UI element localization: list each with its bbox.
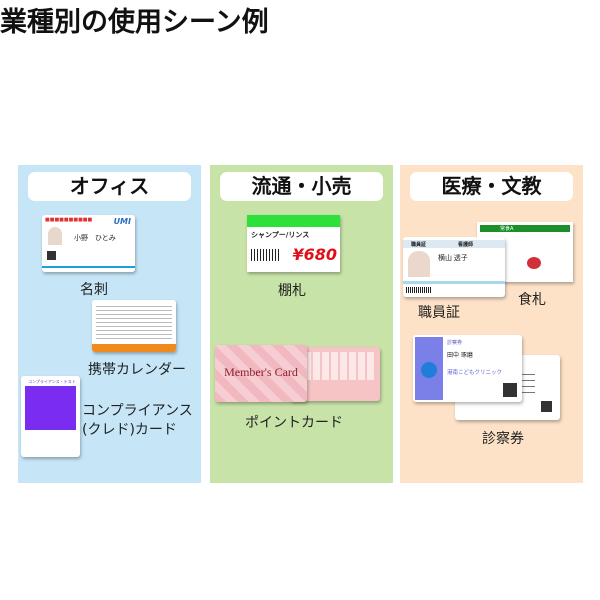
staff-id-image: 職員証 看護師 横山 透子 xyxy=(403,237,505,297)
section-heading: 医療・文教 xyxy=(410,172,573,201)
patient-card-front-image: 診察券 田中 琢磨 港南こどもクリニック xyxy=(413,335,522,402)
item-label: 棚札 xyxy=(278,283,306,299)
card-title: 診察券 xyxy=(447,340,463,346)
portrait-photo xyxy=(408,251,430,277)
patient-name: 田中 琢磨 xyxy=(447,352,473,359)
section-heading: 流通・小売 xyxy=(220,172,383,201)
section-retail: 流通・小売 xyxy=(210,165,393,483)
card-heading: コンプライアンス・テスト xyxy=(28,379,76,384)
tag-band xyxy=(247,215,340,227)
item-label: 職員証 xyxy=(418,305,460,321)
item-label-line1: コンプライアンス xyxy=(82,403,193,419)
price: ¥680 xyxy=(292,245,337,264)
point-card-front-image: Member's Card xyxy=(215,345,307,402)
card-side-panel xyxy=(415,337,443,400)
section-heading: オフィス xyxy=(28,172,191,201)
id-stripe xyxy=(403,281,505,284)
shelf-tag-image: シャンプー/リンス ¥680 xyxy=(247,215,340,272)
stamp-grid xyxy=(304,352,375,380)
item-label: 携帯カレンダー xyxy=(88,362,186,378)
item-label: 食札 xyxy=(518,292,546,308)
pocket-calendar-image xyxy=(92,300,176,352)
barcode-icon xyxy=(406,287,432,293)
qr-code-icon xyxy=(541,401,552,412)
globe-icon xyxy=(421,362,437,378)
item-label: 診察券 xyxy=(482,431,524,447)
id-header-right: 看護師 xyxy=(458,242,474,248)
id-header-left: 職員証 xyxy=(411,242,427,248)
product-name: シャンプー/リンス xyxy=(251,231,310,239)
card-logo: UMI xyxy=(113,217,131,226)
page-title: 業種別の使用シーン例 xyxy=(0,7,269,38)
calendar-grid xyxy=(96,304,172,342)
section-medical: 医療・文教 xyxy=(400,165,583,483)
item-label: 名刺 xyxy=(80,282,108,298)
barcode-icon xyxy=(251,249,281,261)
business-card-image: ■■■■■■■■■■ UMI 小野 ひとみ xyxy=(42,215,135,272)
card-purple-block xyxy=(25,386,76,430)
tree-icon xyxy=(527,257,541,269)
member-card-title: Member's Card xyxy=(224,365,298,379)
calendar-footer xyxy=(92,344,176,352)
qr-code-icon xyxy=(47,251,56,260)
compliance-card-image: コンプライアンス・テスト xyxy=(21,376,80,457)
meal-tag-header: 常食A xyxy=(480,225,570,232)
qr-code-icon xyxy=(503,383,517,397)
staff-name: 横山 透子 xyxy=(438,254,468,262)
card-name: 小野 ひとみ xyxy=(74,234,116,242)
card-stripe xyxy=(42,266,135,268)
item-label: ポイントカード xyxy=(245,415,343,431)
item-label-line2: (クレド)カード xyxy=(82,422,177,438)
portrait-photo xyxy=(48,227,62,245)
clinic-name: 港南こどもクリニック xyxy=(447,370,503,376)
